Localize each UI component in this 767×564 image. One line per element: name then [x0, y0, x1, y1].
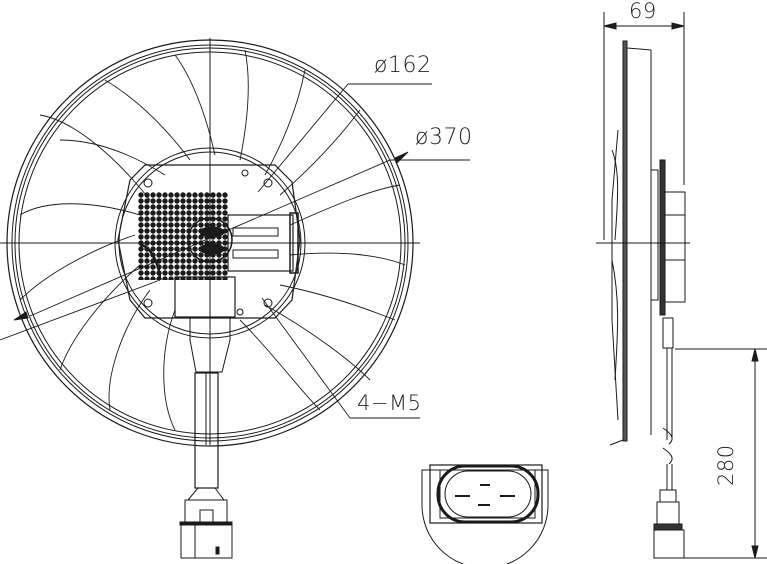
mounting-screws-label: 4−M5: [357, 391, 422, 415]
fan-diameter-label: ø370: [415, 125, 473, 150]
connector-detail: [421, 464, 549, 564]
side-view: [596, 12, 767, 559]
motor-hub: [114, 147, 306, 339]
depth-label: 69: [629, 0, 657, 23]
hub-diameter-label: ø162: [374, 53, 432, 78]
cable-and-plug: [179, 317, 233, 559]
cable-length-label: 280: [714, 444, 738, 486]
front-view: [0, 38, 470, 559]
leader-lines: [0, 83, 470, 419]
